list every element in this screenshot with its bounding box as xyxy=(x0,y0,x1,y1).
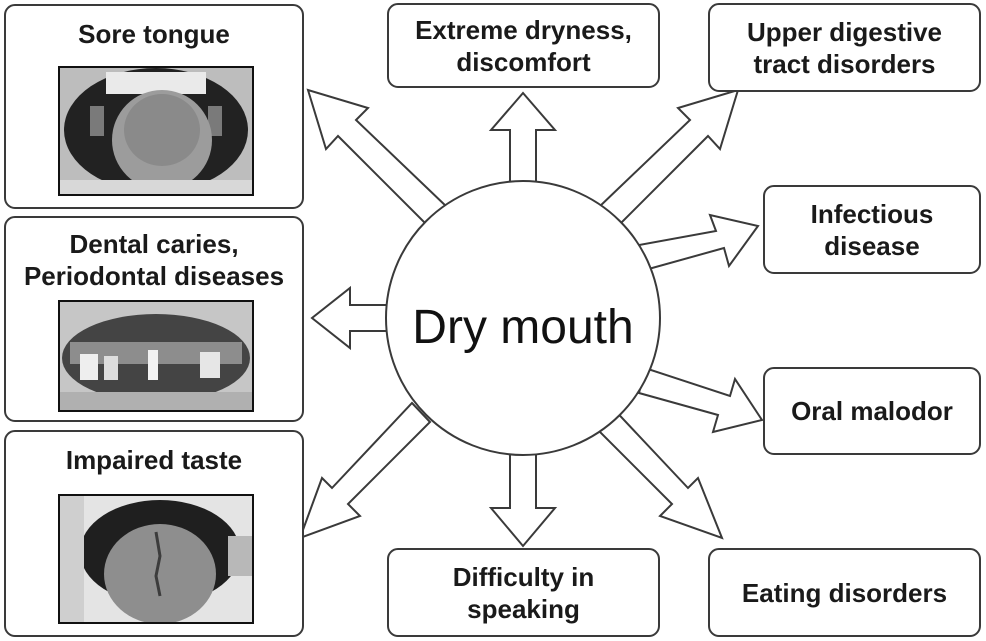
sore-tongue-box: Sore tongue xyxy=(4,4,304,209)
arrow-eating-disorders xyxy=(588,401,724,540)
arrow-oral-malodor xyxy=(637,366,764,434)
impaired-taste-label: Impaired taste xyxy=(65,445,243,475)
dental-caries-label: Dental caries, Periodontal diseases xyxy=(23,229,285,291)
arrow-dental-caries xyxy=(310,285,389,351)
eating-disorders-box: Eating disorders xyxy=(708,548,981,637)
oral-malodor-box: Oral malodor xyxy=(763,367,981,455)
center-label: Dry mouth xyxy=(412,301,634,354)
extreme-dryness-box: Extreme dryness, discomfort xyxy=(387,3,660,88)
impaired-taste-box: Impaired taste xyxy=(4,430,304,637)
center-circle xyxy=(385,180,661,456)
arrow-sore-tongue xyxy=(306,88,450,228)
arrow-impaired-taste xyxy=(298,401,432,540)
sore-tongue-label: Sore tongue xyxy=(78,19,230,49)
impaired-taste-photo xyxy=(58,494,254,624)
difficulty-speaking-box: Difficulty in speaking xyxy=(387,548,660,637)
arrow-upper-digestive xyxy=(596,88,740,228)
dental-caries-box: Dental caries, Periodontal diseases xyxy=(4,216,304,422)
infectious-disease-box: Infectious disease xyxy=(763,185,981,274)
upper-digestive-box: Upper digestive tract disorders xyxy=(708,3,981,92)
dental-caries-photo xyxy=(58,300,254,412)
sore-tongue-photo xyxy=(58,66,254,196)
arrow-infectious xyxy=(637,213,760,272)
